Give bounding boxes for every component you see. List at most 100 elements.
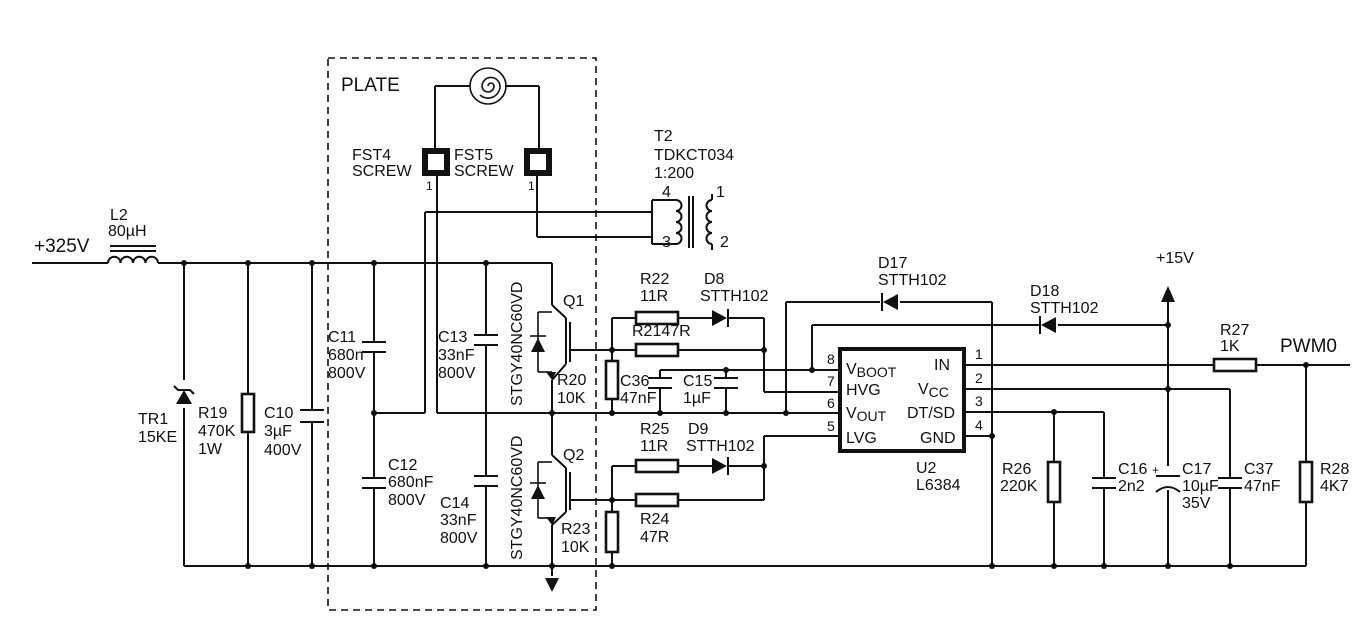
u2-pin2-num: 2 [975,370,983,386]
r27-name: R27 [1220,322,1249,339]
u2-pin4-num: 4 [975,417,983,433]
diode-d8 [712,309,729,327]
r24-name: R24 [640,511,669,528]
resistor-r25 [634,458,680,474]
plate-boundary [327,57,597,611]
svg-text:+: + [1152,463,1159,477]
c11-value: 680n [328,347,364,364]
pwm-label: PWM0 [1280,336,1337,357]
d8-part: STTH102 [700,288,769,305]
r23-value: 10K [561,539,590,556]
capacitor-c11 [362,341,386,353]
r19-power: 1W [198,441,223,458]
r28-name: R28 [1320,461,1349,478]
q2-part-label: STGY40NC60VD [509,436,526,561]
resistor-r26 [1046,460,1062,504]
u2-pin5-num: 5 [827,418,835,434]
capacitor-c37 [1218,477,1242,489]
fst4-terminal [422,148,450,176]
c17-value: 10µF [1182,478,1219,495]
r26-name: R26 [1002,461,1031,478]
u2-pin8-num: 8 [827,351,835,367]
resistor-r28 [1298,460,1314,504]
fst5-name: FST5 [454,147,493,164]
capacitor-c14 [474,475,498,487]
d17-part: STTH102 [878,272,947,289]
d18-part: STTH102 [1030,300,1099,317]
c13-voltage: 800V [438,365,476,382]
t2-pin3: 3 [662,234,671,251]
c10-value: 3µF [264,423,292,440]
c11-name: C11 [328,329,356,346]
r28-value: 4K7 [1320,478,1349,495]
c12-value: 680nF [388,474,434,491]
r23-name: R23 [561,521,590,538]
c14-value: 33nF [440,512,477,529]
ic-u2-body [838,347,966,453]
capacitor-c10 [300,409,324,423]
c10-voltage: 400V [264,442,302,459]
fst4-name: FST4 [352,147,391,164]
lamp-spiral-icon [469,67,507,105]
c14-voltage: 800V [440,530,478,547]
c11-voltage: 800V [328,365,366,382]
r24-value: 47R [640,529,669,546]
tvs-diode-tr1 [173,385,195,404]
junction-dots [181,260,1309,569]
c36-value: 47nF [620,390,657,407]
r26-value: 220K [1000,478,1038,495]
fst5-terminal [524,148,552,176]
diode-d9 [712,457,729,475]
r20-value: 10K [557,390,586,407]
u2-pin6-num: 6 [827,395,835,411]
ic-u2-right-pins: 1 2 3 4 IN VCC DT/SD GND [907,346,983,447]
c12-voltage: 800V [388,492,426,509]
d9-part: STTH102 [686,438,755,455]
c37-name: C37 [1244,461,1273,478]
l2-name: L2 [110,207,128,224]
t2-pin2: 2 [720,234,729,251]
u2-pin7-label: HVG [846,382,881,399]
c14-name: C14 [440,495,469,512]
resistor-r20 [604,359,620,401]
d8-name: D8 [704,271,725,288]
q2-name: Q2 [563,447,584,464]
capacitor-c36 [648,377,672,389]
r20-name: R20 [557,372,586,389]
capacitor-c17: + [1152,463,1181,493]
resistor-r21 [634,342,680,358]
plate-label: PLATE [341,75,400,96]
c17-name: C17 [1182,461,1211,478]
u2-name: U2 [916,460,937,477]
c16-value: 2n2 [1118,478,1145,495]
capacitor-c13 [474,334,498,346]
supply-15v-arrow-icon [1161,286,1175,302]
u2-pin1-label: IN [934,357,950,374]
igbt-q1 [530,304,585,381]
c10-name: C10 [264,405,293,422]
resistor-r19 [240,392,256,434]
tr1-value: 15KE [138,429,177,446]
resistor-r24 [634,492,680,508]
resistor-r27 [1212,357,1258,373]
diode-d18 [1039,316,1056,334]
c13-value: 33nF [438,347,475,364]
capacitor-c12 [362,477,386,489]
u2-pin5-label: LVG [846,430,877,447]
d17-name: D17 [878,255,907,272]
r21-label: R2147R [632,323,691,340]
r27-value: 1K [1220,338,1240,355]
u2-pin7-num: 7 [827,373,835,389]
r25-name: R25 [640,421,669,438]
t2-pin1: 1 [716,184,725,201]
q1-name: Q1 [563,293,584,310]
fst4-type: SCREW [352,163,412,180]
capacitor-c16 [1092,477,1116,489]
fst5-type: SCREW [454,163,514,180]
ground-arrow-icon [545,578,559,592]
c16-name: C16 [1118,461,1147,478]
r22-value: 11R [640,288,668,305]
diode-d17 [881,293,898,311]
transformer-t2 [675,194,713,250]
t2-pin4: 4 [662,184,671,201]
